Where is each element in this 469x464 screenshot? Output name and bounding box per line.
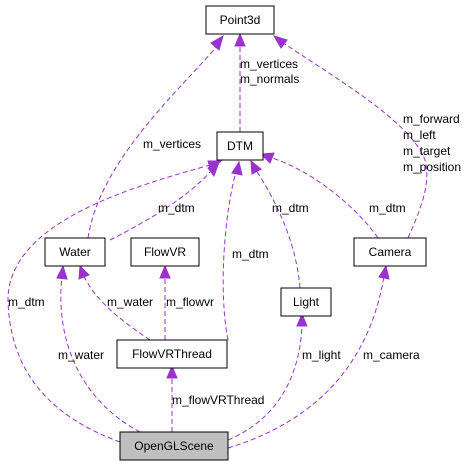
edge-label: m_left xyxy=(403,128,436,142)
edge-label: m_forward xyxy=(403,112,460,126)
edge-label: m_water xyxy=(58,348,104,362)
edge-label: m_dtm xyxy=(232,247,269,261)
edge-camera-to-point3d: m_forward m_left m_target m_position xyxy=(272,35,461,239)
node-label: FlowVR xyxy=(144,245,186,259)
node-label: Water xyxy=(59,245,91,259)
edge-label: m_dtm xyxy=(272,201,309,215)
edge-label: m_dtm xyxy=(369,201,406,215)
edge-openglscene-to-camera: m_camera xyxy=(227,264,420,449)
node-flowvrthread[interactable]: FlowVRThread xyxy=(116,339,228,369)
edge-openglscene-to-light: m_light xyxy=(227,312,341,441)
edge-openglscene-to-water: m_water xyxy=(56,264,141,433)
node-light[interactable]: Light xyxy=(280,287,332,317)
node-label: FlowVRThread xyxy=(132,347,212,361)
edge-flowvrthread-to-water: m_water xyxy=(78,264,153,341)
edge-water-to-point3d: m_vertices xyxy=(87,34,224,239)
node-label: OpenGLScene xyxy=(134,439,214,453)
node-openglscene[interactable]: OpenGLScene xyxy=(119,431,229,461)
node-point3d[interactable]: Point3d xyxy=(205,5,275,35)
edge-label: m_flowvr xyxy=(166,295,214,309)
edge-flowvrthread-to-dtm: m_dtm xyxy=(222,160,269,341)
node-label: Light xyxy=(293,295,320,309)
edge-label: m_dtm xyxy=(8,295,45,309)
edge-label: m_vertices xyxy=(240,57,298,71)
edge-label: m_dtm xyxy=(158,201,195,215)
node-water[interactable]: Water xyxy=(44,237,106,267)
edge-label: m_water xyxy=(107,295,153,309)
node-flowvr[interactable]: FlowVR xyxy=(130,237,200,267)
edge-water-to-dtm: m_dtm xyxy=(109,160,220,241)
node-camera[interactable]: Camera xyxy=(353,237,427,267)
edge-flowvrthread-to-flowvr: m_flowvr xyxy=(159,264,214,340)
edge-label: m_vertices xyxy=(143,137,201,151)
node-dtm[interactable]: DTM xyxy=(216,131,264,161)
edge-openglscene-to-dtm: m_dtm xyxy=(7,160,223,443)
edge-label: m_light xyxy=(302,348,341,362)
edge-label: m_position xyxy=(403,160,461,174)
edge-camera-to-dtm: m_dtm xyxy=(259,152,406,239)
edge-label: m_normals xyxy=(240,72,299,86)
edge-openglscene-to-flowvrthread: m_flowVRThread xyxy=(166,364,264,432)
edge-label: m_target xyxy=(403,144,451,158)
edge-dtm-to-point3d: m_vertices m_normals xyxy=(234,32,299,132)
node-label: Point3d xyxy=(220,13,261,27)
node-label: DTM xyxy=(227,139,253,153)
node-label: Camera xyxy=(369,245,412,259)
edge-label: m_camera xyxy=(363,348,420,362)
edge-light-to-dtm: m_dtm xyxy=(250,159,309,289)
edge-label: m_flowVRThread xyxy=(172,393,264,407)
